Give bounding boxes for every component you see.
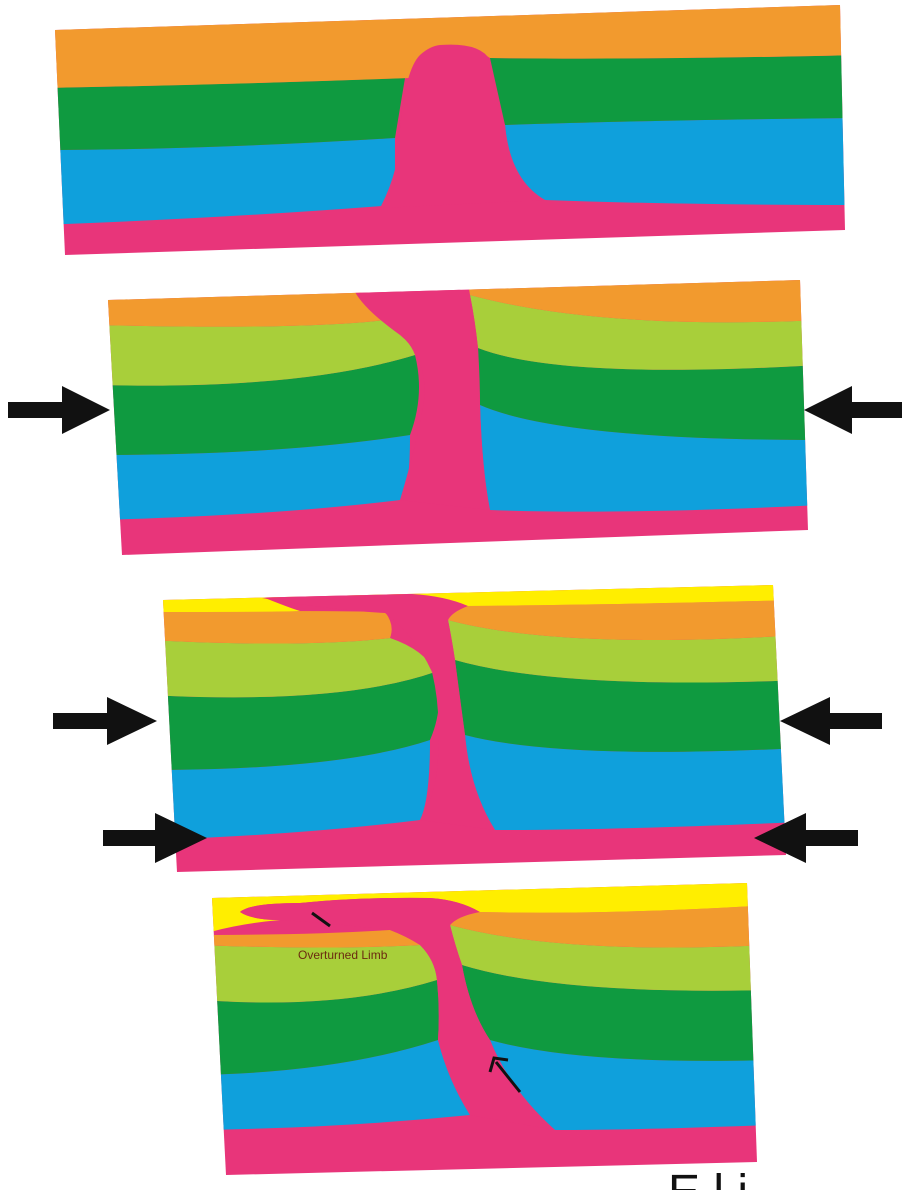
blue-layer (505, 118, 860, 205)
stage-2-cross-section (100, 270, 820, 570)
orange-layer (100, 270, 385, 327)
stage-1-cross-section (40, 0, 860, 270)
stage-3-cross-section (150, 580, 800, 880)
right-pointing-arrow-icon (53, 697, 157, 745)
stage-4-cross-section (200, 880, 770, 1180)
overturned-limb-label: Overturned Limb (298, 948, 388, 962)
right-pointing-arrow-icon (8, 386, 110, 434)
dark-green-layer (40, 78, 405, 150)
left-pointing-arrow-icon (780, 697, 882, 745)
dark-green-layer (490, 55, 860, 125)
left-pointing-arrow-icon (804, 386, 902, 434)
cropped-bottom-text: E l i (668, 1166, 748, 1190)
orange-layer (150, 611, 392, 644)
